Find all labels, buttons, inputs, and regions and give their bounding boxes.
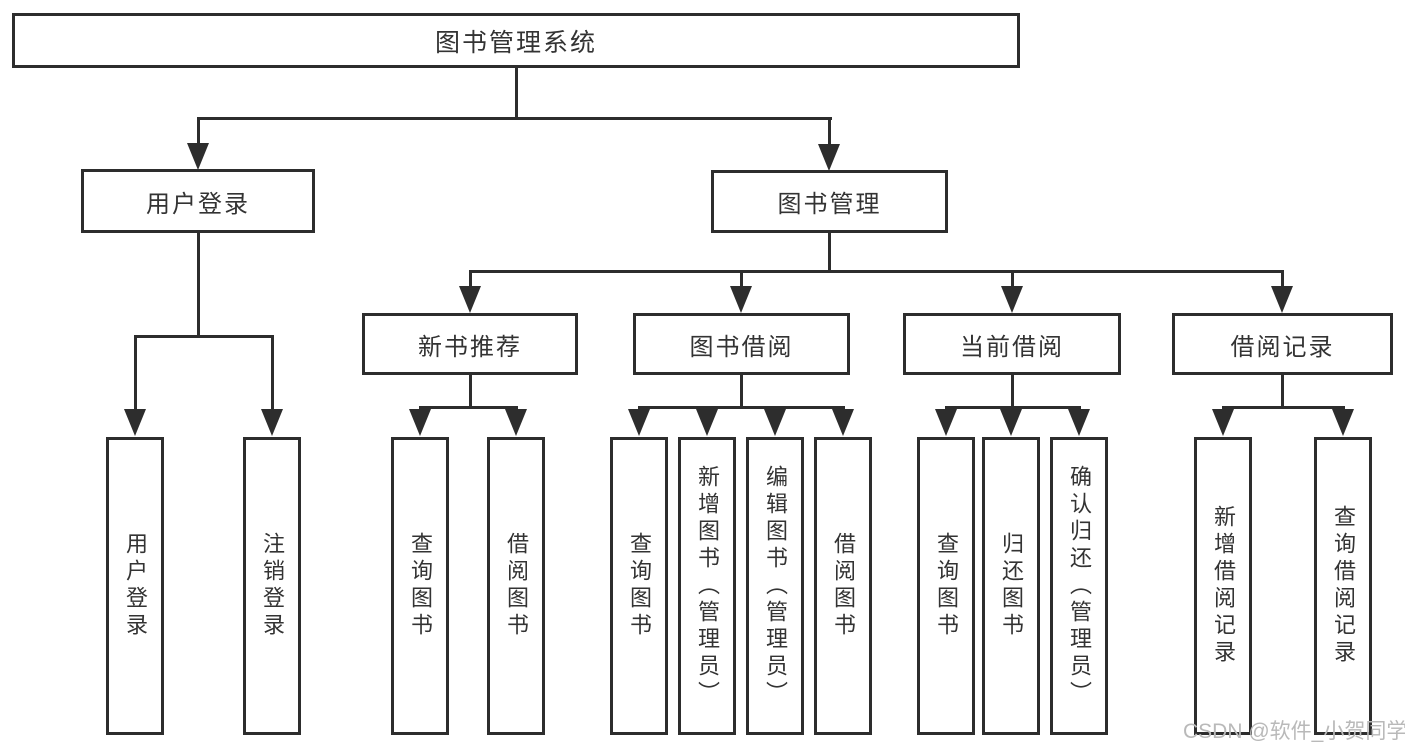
arrowhead-down-icon xyxy=(935,409,957,436)
arrowhead-down-icon xyxy=(187,143,209,170)
arrowhead-down-icon xyxy=(818,144,840,171)
connector-vertical-line xyxy=(1011,270,1014,287)
arrowhead-down-icon xyxy=(1068,409,1090,436)
connector-vertical-line xyxy=(828,233,831,272)
connector-vertical-line xyxy=(197,117,200,145)
arrowhead-down-icon xyxy=(1212,409,1234,436)
connector-vertical-line xyxy=(828,117,831,146)
leaf-borrow-books-borrowing: 借阅图书 xyxy=(814,437,872,735)
node-borrowing-records: 借阅记录 xyxy=(1172,313,1393,375)
connector-horizontal-line xyxy=(198,117,832,120)
connector-vertical-line xyxy=(515,68,518,118)
arrowhead-down-icon xyxy=(1271,286,1293,313)
connector-horizontal-line xyxy=(134,335,274,338)
leaf-return-books: 归还图书 xyxy=(982,437,1040,735)
connector-horizontal-line xyxy=(638,406,845,409)
node-library-management-system: 图书管理系统 xyxy=(12,13,1020,68)
connector-horizontal-line xyxy=(419,406,518,409)
connector-horizontal-line xyxy=(945,406,1081,409)
leaf-user-login: 用户登录 xyxy=(106,437,164,735)
leaf-add-borrowing-record: 新增借阅记录 xyxy=(1194,437,1252,735)
arrowhead-down-icon xyxy=(459,286,481,313)
leaf-confirm-return-admin: 确认归还（管理员） xyxy=(1050,437,1108,735)
leaf-borrow-books-recommend: 借阅图书 xyxy=(487,437,545,735)
node-book-borrowing: 图书借阅 xyxy=(633,313,850,375)
arrowhead-down-icon xyxy=(628,409,650,436)
connector-vertical-line xyxy=(134,335,137,411)
leaf-edit-book-admin: 编辑图书（管理员） xyxy=(746,437,804,735)
arrowhead-down-icon xyxy=(764,409,786,436)
node-new-book-recommend: 新书推荐 xyxy=(362,313,578,375)
node-user-login: 用户登录 xyxy=(81,169,315,233)
connector-vertical-line xyxy=(469,375,472,408)
connector-horizontal-line xyxy=(469,270,1284,273)
connector-horizontal-line xyxy=(1222,406,1345,409)
connector-vertical-line xyxy=(740,375,743,408)
arrowhead-down-icon xyxy=(1332,409,1354,436)
arrowhead-down-icon xyxy=(409,409,431,436)
arrowhead-down-icon xyxy=(1000,409,1022,436)
node-current-borrowing: 当前借阅 xyxy=(903,313,1121,375)
arrowhead-down-icon xyxy=(505,409,527,436)
arrowhead-down-icon xyxy=(832,409,854,436)
arrowhead-down-icon xyxy=(696,409,718,436)
connector-vertical-line xyxy=(271,335,274,411)
leaf-query-borrowing-record: 查询借阅记录 xyxy=(1314,437,1372,735)
arrowhead-down-icon xyxy=(730,286,752,313)
leaf-query-books-borrowing: 查询图书 xyxy=(610,437,668,735)
connector-vertical-line xyxy=(1011,375,1014,408)
connector-vertical-line xyxy=(1281,375,1284,408)
leaf-add-book-admin: 新增图书（管理员） xyxy=(678,437,736,735)
connector-vertical-line xyxy=(740,270,743,287)
connector-vertical-line xyxy=(197,233,200,336)
connector-vertical-line xyxy=(469,270,472,287)
node-book-management: 图书管理 xyxy=(711,170,948,233)
watermark: CSDN @软件_小贺同学 xyxy=(1183,720,1405,743)
arrowhead-down-icon xyxy=(261,409,283,436)
leaf-query-books-recommend: 查询图书 xyxy=(391,437,449,735)
connector-vertical-line xyxy=(1281,270,1284,287)
arrowhead-down-icon xyxy=(124,409,146,436)
leaf-logout: 注销登录 xyxy=(243,437,301,735)
leaf-query-books-current: 查询图书 xyxy=(917,437,975,735)
arrowhead-down-icon xyxy=(1001,286,1023,313)
